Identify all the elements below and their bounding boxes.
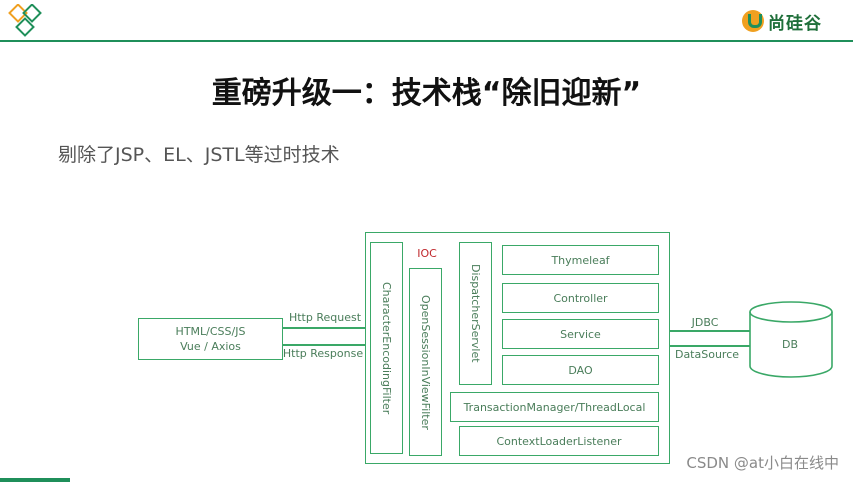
- brand-name: 尚硅谷: [768, 13, 822, 34]
- database-icon: [749, 301, 833, 378]
- service-box: Service: [502, 319, 659, 349]
- service-label: Service: [560, 327, 601, 341]
- listener-box: ContextLoaderListener: [459, 426, 659, 456]
- jdbc-arrow: [670, 330, 750, 332]
- transaction-box: TransactionManager/ThreadLocal: [450, 392, 659, 422]
- thymeleaf-label: Thymeleaf: [551, 253, 610, 267]
- http-response-label: Http Response: [282, 347, 364, 360]
- response-arrow: [283, 344, 365, 346]
- open-session-filter-label: OpenSessionInViewFilter: [419, 294, 432, 430]
- web-container: [365, 232, 670, 464]
- http-request-label: Http Request: [288, 311, 362, 324]
- db-label: DB: [781, 338, 799, 351]
- brand-mark-icon: [742, 10, 764, 32]
- open-session-filter: OpenSessionInViewFilter: [409, 268, 442, 456]
- character-encoding-filter-label: CharacterEncodingFilter: [380, 281, 393, 415]
- datasource-label: DataSource: [674, 348, 740, 361]
- jdbc-label: JDBC: [691, 316, 719, 329]
- ioc-label: IOC: [417, 247, 437, 260]
- datasource-arrow: [670, 345, 750, 347]
- controller-label: Controller: [553, 291, 608, 305]
- dispatcher-servlet: DispatcherServlet: [459, 242, 492, 385]
- dispatcher-servlet-label: DispatcherServlet: [469, 264, 482, 363]
- controller-box: Controller: [502, 283, 659, 313]
- listener-label: ContextLoaderListener: [496, 434, 622, 448]
- slide-title: 重磅升级一：技术栈“除旧迎新”: [211, 76, 642, 111]
- dao-label: DAO: [568, 363, 593, 377]
- request-arrow: [283, 327, 365, 329]
- transaction-label: TransactionManager/ThreadLocal: [463, 400, 646, 414]
- character-encoding-filter: CharacterEncodingFilter: [370, 242, 403, 454]
- csdn-watermark: CSDN @at小白在线中: [686, 454, 839, 472]
- client-label: HTML/CSS/JS Vue / Axios: [175, 325, 246, 353]
- brand-logo: 尚硅谷: [742, 8, 822, 34]
- footer-accent: [0, 478, 70, 482]
- header-divider: [0, 40, 853, 42]
- thymeleaf-box: Thymeleaf: [502, 245, 659, 275]
- diamond-logo-icon: [8, 4, 42, 37]
- client-box: HTML/CSS/JS Vue / Axios: [138, 318, 283, 360]
- slide-subtitle: 剔除了JSP、EL、JSTL等过时技术: [58, 144, 340, 166]
- dao-box: DAO: [502, 355, 659, 385]
